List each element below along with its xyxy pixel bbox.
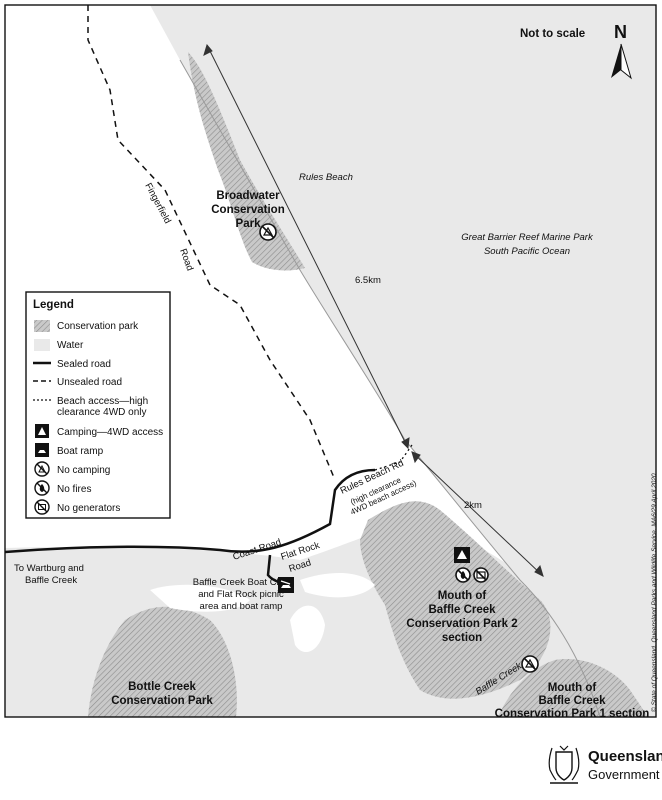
island-a xyxy=(150,584,250,612)
north-arrow-icon: N xyxy=(611,22,632,80)
legend-no-camping: No camping xyxy=(57,465,110,476)
ocean-water xyxy=(150,5,656,717)
no-generators-icon xyxy=(473,567,489,583)
legend: Legend Conservation park Water Sealed ro… xyxy=(25,291,171,519)
island-b xyxy=(290,605,325,653)
legend-camping: Camping—4WD access xyxy=(57,427,163,438)
legend-no-camping-icon xyxy=(34,461,50,477)
legend-no-fires: No fires xyxy=(57,484,91,495)
south-pacific-ocean-label: South Pacific Ocean xyxy=(484,246,570,257)
mouth2-label-1: Mouth of xyxy=(438,590,487,602)
no-camping-icon xyxy=(259,223,277,241)
coat-of-arms-icon xyxy=(548,745,580,784)
distance-2km-label: 2km xyxy=(464,500,482,511)
mouth2-label-4: section xyxy=(442,632,482,644)
distance-6-5km-label: 6.5km xyxy=(355,275,381,286)
svg-text:N: N xyxy=(614,22,627,42)
island-c xyxy=(300,573,375,598)
broadwater-label-2: Conservation xyxy=(211,204,285,216)
distance-arrow-6-5km xyxy=(203,43,410,450)
queensland-government-logo: Queensland Government xyxy=(544,744,662,788)
bottle-creek-label-2: Conservation Park xyxy=(111,695,213,707)
to-wartburg-label-2: Baffle Creek xyxy=(25,575,77,586)
legend-boat-ramp: Boat ramp xyxy=(57,446,104,457)
bottle-creek-label-1: Bottle Creek xyxy=(128,681,196,693)
copyright-text: © State of Queensland. Queensland Parks … xyxy=(650,473,658,712)
no-camping-icon-mouth1 xyxy=(521,655,539,673)
legend-beach-access-2: clearance 4WD only xyxy=(57,407,146,418)
to-wartburg-label-1: To Wartburg and xyxy=(14,563,84,574)
map-frame xyxy=(4,4,657,718)
legend-unsealed-road: Unsealed road xyxy=(57,377,122,388)
legend-no-generators-icon xyxy=(34,499,50,515)
coast-road xyxy=(4,468,376,554)
broadwater-label-3: Park xyxy=(236,218,262,230)
not-to-scale-label: Not to scale xyxy=(520,28,585,40)
rules-beach-label: Rules Beach xyxy=(299,172,353,183)
mouth1-label-1: Mouth of xyxy=(548,682,597,694)
mouth2-label-2: Baffle Creek xyxy=(428,604,496,616)
boat-club-label-1: Baffle Creek Boat Club xyxy=(193,577,289,588)
legend-camping-icon xyxy=(35,424,49,438)
no-fires-icon xyxy=(455,567,471,583)
mouth1-label-3: Conservation Park 1 section xyxy=(495,708,650,720)
legend-sealed-road: Sealed road xyxy=(57,359,111,370)
distance-arrow-2km xyxy=(411,451,544,577)
legend-water: Water xyxy=(57,340,84,351)
boat-club-label-3: area and boat ramp xyxy=(200,601,283,612)
beach-access-track xyxy=(374,444,413,471)
legend-beach-access-1: Beach access—high xyxy=(57,396,148,407)
legend-title: Legend xyxy=(33,299,74,311)
mouth-baffle-creek-park-2 xyxy=(360,501,551,699)
mouth1-label-2: Baffle Creek xyxy=(538,695,606,707)
legend-conservation-park: Conservation park xyxy=(57,321,139,332)
mouth-baffle-creek-park-1 xyxy=(498,659,648,717)
queensland-wordmark: Queensland xyxy=(588,748,662,765)
boat-ramp-icon xyxy=(278,577,294,593)
boat-club-label-2: and Flat Rock picnic xyxy=(198,589,284,600)
legend-conservation-swatch xyxy=(34,320,50,332)
legend-boat-ramp-icon xyxy=(35,443,49,457)
broadwater-label-1: Broadwater xyxy=(216,190,280,202)
gbr-marine-park-label: Great Barrier Reef Marine Park xyxy=(461,232,594,243)
legend-no-generators: No generators xyxy=(57,503,120,514)
legend-no-fires-icon xyxy=(34,480,50,496)
broadwater-conservation-park xyxy=(188,52,305,271)
camping-icon xyxy=(454,547,470,563)
government-wordmark: Government xyxy=(588,767,660,782)
bottle-creek-conservation-park xyxy=(88,606,237,717)
legend-water-swatch xyxy=(34,339,50,351)
mouth2-label-3: Conservation Park 2 xyxy=(406,618,517,630)
